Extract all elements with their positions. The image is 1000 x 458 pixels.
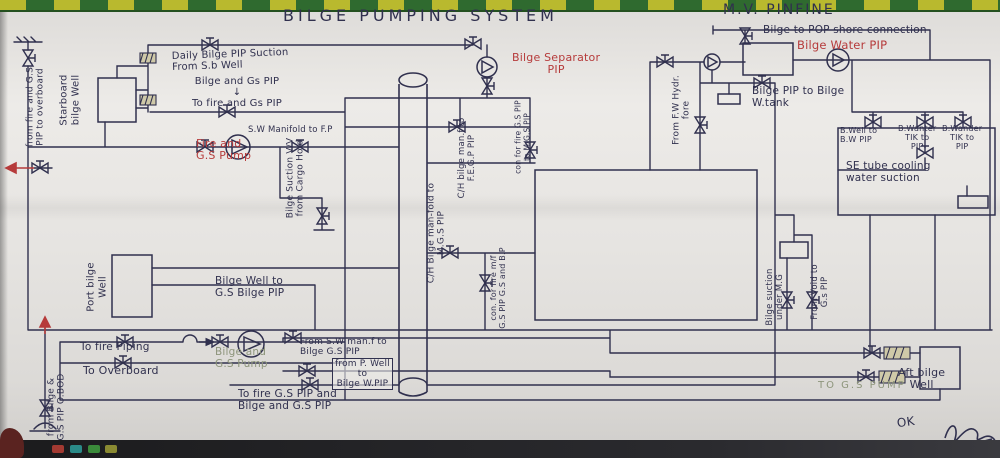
small-tank xyxy=(717,93,741,105)
label-from-fw-hydr: From F.W Hydr. fore xyxy=(671,75,692,145)
overboard-arrowhead xyxy=(4,161,17,175)
label-se-tube: SE tube cooling water suction xyxy=(846,160,931,184)
flow-arrow xyxy=(199,337,216,347)
valve-icon xyxy=(464,36,482,50)
up-arrowhead xyxy=(38,315,52,328)
valve-icon xyxy=(863,345,881,359)
label-bilge-gs-pump: Bilge and G.S Pump xyxy=(215,346,268,370)
label-cargo-hold-suction: Bilge Suction V/V from Cargo Hold xyxy=(285,137,306,219)
pump-icon xyxy=(826,48,850,72)
label-bwater-tk-2: B.Wander TIK to PIP xyxy=(942,124,983,151)
label-ch-manifold-mgs: C/H Bilge man-fold to M.G.S PIP xyxy=(426,182,447,284)
vessel-name: M.V. PINFINE xyxy=(723,2,835,18)
label-ok: OK xyxy=(896,413,916,431)
label-from-bilge-obod: from Bilge & G.S PIP O.BOD xyxy=(46,373,67,441)
label-to-gs-pump: TO G.S PUMP xyxy=(818,380,906,391)
aft-bilge-well-box xyxy=(919,346,961,390)
table-edge-strip xyxy=(0,440,1000,458)
pump-icon xyxy=(703,53,721,71)
se-tube-cooling-box xyxy=(837,127,996,216)
label-to-fire-gs: To fire G.S PIP and Bilge and G.S PIP xyxy=(238,388,338,412)
label-port-well: Port bilge Well xyxy=(85,262,109,312)
valve-icon xyxy=(284,330,302,344)
starboard-bilge-well-box xyxy=(97,77,137,123)
pump-icon xyxy=(225,134,251,160)
label-to-fire-piping: To fire Piping xyxy=(80,341,150,353)
valve-icon xyxy=(22,49,36,67)
label-sw-manifold: S.W Manifold to F.P xyxy=(248,125,333,135)
label-suction-under-mg: Bilge suction under M.G xyxy=(765,268,785,326)
label-daily-suction: Daily Bilge PIP Suction From S.b Well xyxy=(171,46,289,74)
void-box xyxy=(779,241,809,259)
pipe-network xyxy=(13,25,993,432)
label-pip-to-wtank: Bilge PIP to Bilge W.tank xyxy=(752,85,845,109)
label-con-fire-mf: con. for fire m/f G.S PIP G.S and B.P xyxy=(488,247,507,329)
valve-icon xyxy=(201,37,219,51)
label-from-void: From Void to G.s PIP xyxy=(810,264,830,320)
label-bwater-tk-1: B.Wanter TIK to PIP xyxy=(898,124,937,151)
tanks-and-wells xyxy=(97,42,996,390)
valve-icon xyxy=(481,77,495,95)
corner-marker-blob xyxy=(0,428,24,458)
red-arrows xyxy=(4,161,52,334)
label-ch-bilge-to-fegp: C/H bilge man.f to F.E.G.P PIP xyxy=(457,117,477,199)
strainer-icon xyxy=(139,94,157,106)
marker-speck xyxy=(70,445,82,453)
strainer-icon xyxy=(883,346,911,360)
label-from-sw-manf: From S.W man.f to Bilge G.S PIP xyxy=(300,337,387,358)
bilge-water-tank-box xyxy=(742,42,794,76)
label-shore-connection: Bilge to POP shore connection xyxy=(763,24,927,36)
diagram-title: BILGE PUMPING SYSTEM xyxy=(283,6,558,25)
strainer-icon xyxy=(878,370,906,384)
label-fire-gs-pump: Fire and G.S Pump xyxy=(196,137,252,163)
valve-icon xyxy=(298,363,316,377)
flipchart-paper xyxy=(0,10,1000,440)
label-bilge-separator: Bilge Separator PIP xyxy=(512,51,601,77)
strainer-icon xyxy=(139,52,157,64)
pumps xyxy=(225,48,850,358)
label-well-to-gs-bilge: Bilge Well to G.S Bilge PIP xyxy=(215,275,285,299)
valve-icon xyxy=(694,116,708,134)
paper-crease xyxy=(0,195,1000,221)
label-to-overboard: To Overboard xyxy=(83,364,159,377)
valve-icon xyxy=(316,207,330,225)
engine-room-box xyxy=(534,169,758,321)
valve-icon xyxy=(31,160,49,174)
label-from-fire-gs-overboard: from fire and G.S PIP to overboard xyxy=(25,66,46,148)
marker-speck xyxy=(52,445,64,453)
valve-icon xyxy=(656,54,674,68)
side-connection-box xyxy=(957,195,989,209)
pump-icon xyxy=(476,56,498,78)
marker-speck xyxy=(88,445,100,453)
green-binding-strip xyxy=(0,0,1000,12)
label-starboard-well: Starboard bilge Well xyxy=(58,74,82,126)
port-bilge-well-box xyxy=(111,254,153,318)
label-bilge-gs-to-fire: Bilge and Gs PIP ↓ To fire and Gs PIP xyxy=(192,76,282,110)
strainer-boxes xyxy=(139,52,911,384)
label-aft-well: Aft bilge Well xyxy=(898,366,946,392)
label-from-p-well: from P. Well to Bilge W.PIP xyxy=(332,358,393,391)
main-pipe-cylinder xyxy=(398,72,428,397)
pump-icon xyxy=(237,330,265,358)
label-bilge-water-pip: Bilge Water PIP xyxy=(797,38,888,52)
marker-speck xyxy=(105,445,117,453)
paper-edge-shadow xyxy=(0,10,8,440)
label-con-fire-to-mgs: con for fire G.S PIP to M/G.S PIP xyxy=(513,100,531,174)
label-bwell-to-bw: B.Well to B.W PIP xyxy=(840,126,878,144)
